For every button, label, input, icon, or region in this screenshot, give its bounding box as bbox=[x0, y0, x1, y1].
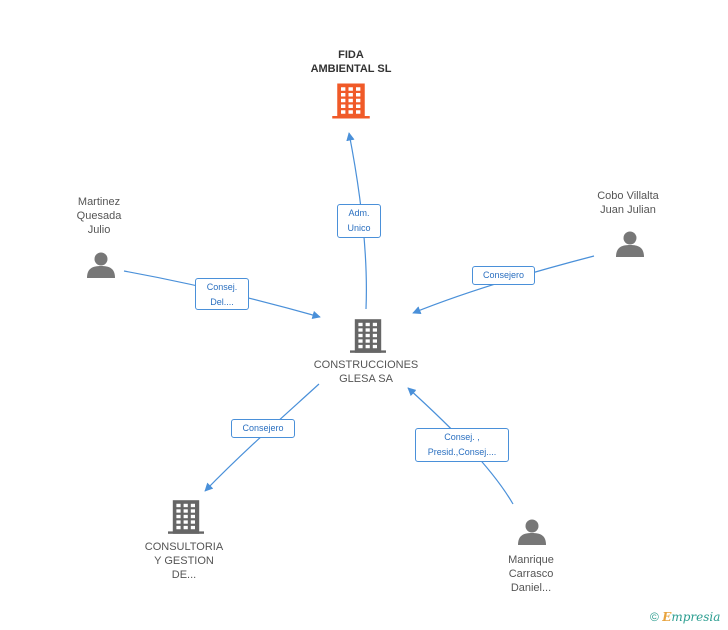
node-label-construcciones[interactable]: CONSTRUCCIONES GLESA SA bbox=[296, 358, 436, 386]
edge-label-line: Consej. , bbox=[444, 432, 480, 442]
building-window bbox=[348, 87, 353, 91]
building-window bbox=[365, 333, 370, 338]
node-label-line: Daniel... bbox=[510, 582, 552, 594]
person-head bbox=[525, 519, 539, 533]
edge-label-construcciones-fida[interactable]: Adm. Unico bbox=[337, 204, 381, 238]
building-window bbox=[348, 93, 353, 97]
building-window bbox=[348, 104, 353, 108]
node-label-fida[interactable]: FIDA AMBIENTAL SL bbox=[281, 48, 421, 76]
building-window bbox=[356, 87, 361, 91]
node-label-line: Martinez bbox=[77, 196, 121, 208]
node-label-line: Cobo Villalta bbox=[597, 190, 659, 202]
building-window bbox=[358, 328, 363, 332]
edge-label-line: Del.... bbox=[210, 297, 234, 307]
person-icon[interactable] bbox=[616, 231, 644, 258]
building-window bbox=[356, 110, 361, 114]
person-body bbox=[616, 245, 644, 257]
node-label-line: DE... bbox=[171, 569, 197, 581]
building-window bbox=[176, 503, 181, 508]
person-body bbox=[87, 266, 115, 278]
building-window bbox=[356, 93, 361, 97]
edge-label-manrique-construcciones[interactable]: Consej. , Presid.,Consej.... bbox=[415, 428, 509, 462]
building-base bbox=[168, 531, 204, 534]
building-window bbox=[358, 339, 363, 343]
building-window bbox=[365, 344, 370, 349]
node-label-line: Y GESTION bbox=[154, 555, 214, 567]
building-window bbox=[190, 509, 195, 513]
building-window bbox=[372, 344, 377, 349]
edge-label-line: Unico bbox=[347, 223, 371, 233]
building-base bbox=[350, 350, 386, 353]
footer-brand: © Empresia bbox=[650, 610, 720, 624]
building-window bbox=[176, 520, 181, 524]
person-head bbox=[94, 252, 108, 266]
node-label-line: CONSTRUCCIONES bbox=[313, 359, 419, 371]
node-label-line: FIDA bbox=[338, 49, 364, 61]
building-window bbox=[358, 344, 363, 349]
building-window bbox=[190, 514, 195, 519]
building-window bbox=[348, 98, 353, 103]
person-body bbox=[518, 533, 546, 545]
edge-label-line: Consejero bbox=[242, 423, 284, 433]
building-icon[interactable] bbox=[350, 319, 386, 353]
person-icon[interactable] bbox=[518, 519, 546, 546]
building-window bbox=[365, 328, 370, 332]
copyright-symbol: © bbox=[650, 610, 659, 624]
building-window bbox=[356, 98, 361, 103]
edge-label-martinez-construcciones[interactable]: Consej. Del.... bbox=[195, 278, 249, 310]
edge-label-line: Presid.,Consej.... bbox=[427, 447, 497, 457]
building-window bbox=[183, 514, 188, 519]
building-window bbox=[372, 333, 377, 338]
building-window bbox=[183, 503, 188, 508]
building-window bbox=[348, 110, 353, 114]
building-window bbox=[190, 503, 195, 508]
building-window bbox=[356, 104, 361, 108]
node-label-line: Manrique bbox=[508, 554, 554, 566]
node-label-line: Juan Julian bbox=[600, 204, 656, 216]
building-window bbox=[341, 110, 346, 114]
person-head bbox=[623, 231, 637, 245]
building-window bbox=[358, 333, 363, 338]
node-label-line: Quesada bbox=[76, 210, 122, 222]
building-window bbox=[358, 322, 363, 327]
edge-label-cobo-construcciones[interactable]: Consejero bbox=[472, 266, 535, 285]
building-window bbox=[372, 328, 377, 332]
building-window bbox=[341, 87, 346, 91]
node-label-line: GLESA SA bbox=[339, 373, 393, 385]
building-window bbox=[183, 509, 188, 513]
building-window bbox=[176, 514, 181, 519]
building-window bbox=[341, 104, 346, 108]
node-label-consultoria[interactable]: CONSULTORIA Y GESTION DE... bbox=[114, 540, 254, 582]
building-window bbox=[176, 525, 181, 530]
building-window bbox=[372, 339, 377, 343]
building-window bbox=[190, 520, 195, 524]
node-label-line: Julio bbox=[87, 224, 111, 236]
building-window bbox=[365, 339, 370, 343]
building-window bbox=[183, 525, 188, 530]
edge-label-line: Consejero bbox=[482, 270, 525, 280]
edge-label-line: Consej. bbox=[206, 282, 238, 292]
building-icon[interactable] bbox=[332, 83, 370, 119]
empresia-logo[interactable]: Empresia bbox=[662, 610, 721, 624]
building-window bbox=[183, 520, 188, 524]
node-label-line: Carrasco bbox=[508, 568, 554, 580]
node-label-line: AMBIENTAL SL bbox=[310, 63, 392, 75]
building-window bbox=[372, 322, 377, 327]
building-window bbox=[341, 93, 346, 97]
building-window bbox=[341, 98, 346, 103]
edge-label-construcciones-consultoria[interactable]: Consejero bbox=[231, 419, 295, 438]
node-label-line: CONSULTORIA bbox=[144, 541, 224, 553]
building-icon[interactable] bbox=[168, 500, 204, 534]
person-icon[interactable] bbox=[87, 252, 115, 279]
edge-label-line: Adm. bbox=[348, 208, 370, 218]
building-window bbox=[176, 509, 181, 513]
building-window bbox=[190, 525, 195, 530]
building-base bbox=[332, 116, 370, 119]
building-window bbox=[365, 322, 370, 327]
